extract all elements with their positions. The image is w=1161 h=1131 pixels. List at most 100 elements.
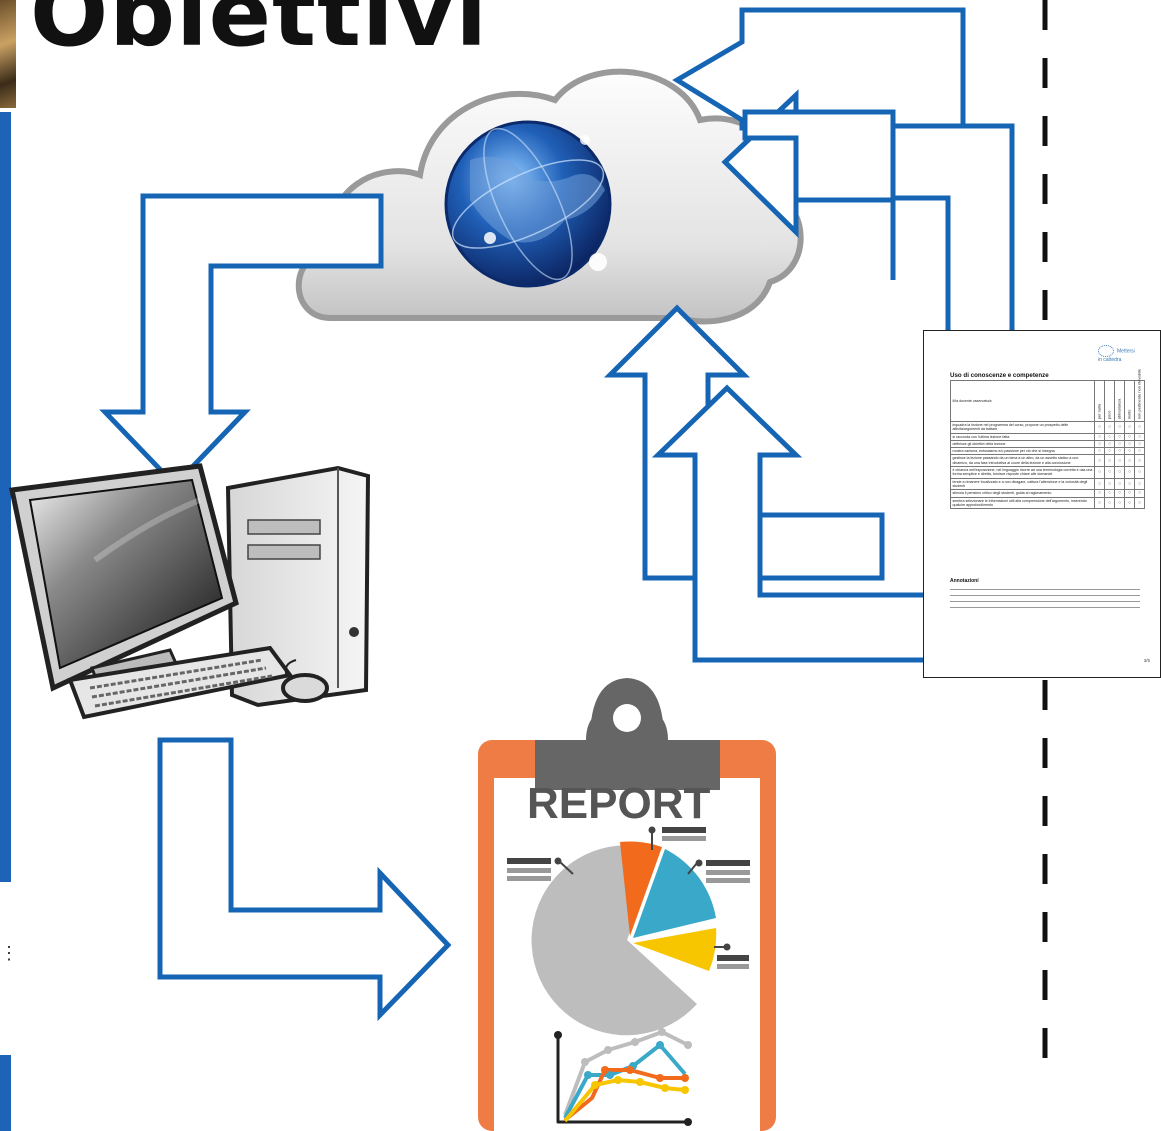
row-statement: gestisce la lezione passando da un tema … (950, 454, 1095, 468)
radio-option[interactable]: ○ (1124, 439, 1135, 449)
table-row: stimola il pensiero critico degli studen… (950, 489, 1145, 498)
column-header: abbastanza (1114, 380, 1125, 422)
notes-line (950, 595, 1140, 596)
radio-option[interactable]: ○ (1094, 447, 1105, 456)
questionnaire-table: Il/la docente osservato/a per nulla poco… (950, 369, 1145, 510)
row-statement: sembra selezionare le informazioni utili… (950, 496, 1095, 510)
radio-option[interactable]: ○ (1114, 466, 1125, 479)
notes-line (950, 601, 1140, 602)
table-row: sembra selezionare le informazioni utili… (950, 496, 1145, 510)
radio-option[interactable]: ○ (1104, 477, 1115, 491)
radio-option[interactable]: ○ (1114, 489, 1125, 498)
radio-option[interactable]: ○ (1104, 421, 1115, 434)
radio-option[interactable]: ○ (1134, 466, 1145, 479)
radio-option[interactable]: ○ (1134, 447, 1145, 456)
radio-option[interactable]: ○ (1124, 496, 1135, 510)
page-title: Obiettivi (30, 0, 488, 67)
radio-option[interactable]: ○ (1134, 477, 1145, 491)
radio-option[interactable]: ○ (1124, 466, 1135, 479)
table-row: inquadra la lezione nel programma del co… (950, 421, 1145, 434)
report-label: REPORT (527, 779, 710, 828)
table-row: tende a rimanere focalizzato e a non div… (950, 477, 1145, 491)
arrow-doc-to-cloud-1 (672, 7, 966, 131)
radio-option[interactable]: ○ (1124, 432, 1135, 441)
radio-option[interactable]: ○ (1094, 421, 1105, 434)
radio-option[interactable]: ○ (1104, 447, 1115, 456)
document-logo-text: Mettersi in cattedra (1098, 348, 1135, 363)
column-header: molto (1124, 380, 1135, 422)
arrow-computer-to-report (157, 737, 452, 1022)
dashed-separator (1042, 0, 1048, 1060)
radio-option[interactable]: ○ (1094, 466, 1105, 479)
column-header: per nulla (1094, 380, 1105, 422)
table-row: è chiaro/a nell'esposizione, nel linguag… (950, 466, 1145, 479)
questionnaire-document: Mettersi in cattedra Uso di conoscenze e… (923, 330, 1161, 678)
radio-option[interactable]: ○ (1124, 454, 1135, 468)
globe-icon (444, 120, 612, 288)
notes-line (950, 589, 1140, 590)
radio-option[interactable]: ○ (1104, 489, 1115, 498)
radio-option[interactable]: ○ (1114, 447, 1125, 456)
arrow-doc-to-cloud-5 (651, 384, 939, 663)
radio-option[interactable]: ○ (1114, 421, 1125, 434)
radio-option[interactable]: ○ (1134, 454, 1145, 468)
document-page-number: 3/5 (1143, 658, 1150, 663)
radio-option[interactable]: ○ (1104, 454, 1115, 468)
radio-option[interactable]: ○ (1094, 432, 1105, 441)
radio-option[interactable]: ○ (1134, 421, 1145, 434)
notes-line (950, 607, 1140, 608)
radio-option[interactable]: ○ (1114, 477, 1125, 491)
row-statement: definisce gli obiettivi della lezione (950, 439, 1095, 449)
column-header: poco (1104, 380, 1115, 422)
radio-option[interactable]: ○ (1114, 432, 1125, 441)
pie-callouts (507, 826, 750, 969)
side-photo-strip (0, 0, 16, 108)
table-row: mostra carisma, entusiasmo e/o passione … (950, 447, 1145, 456)
row-statement: si raccorda con l'ultima lezione fatta (950, 432, 1095, 441)
document-heading: Uso di conoscenze e competenze (950, 372, 1049, 379)
logo-mark-icon (1098, 345, 1114, 357)
row-statement: tende a rimanere focalizzato e a non div… (950, 477, 1095, 491)
table-row: definisce gli obiettivi della lezione○○○… (950, 439, 1145, 449)
table-header-row: Il/la docente osservato/a per nulla poco… (950, 369, 1145, 422)
radio-option[interactable]: ○ (1124, 421, 1135, 434)
radio-option[interactable]: ○ (1114, 454, 1125, 468)
radio-option[interactable]: ○ (1124, 447, 1135, 456)
table-header-intro: Il/la docente osservato/a (950, 380, 1095, 422)
report-clipboard-icon: REPORT (478, 678, 776, 1131)
radio-option[interactable]: ○ (1094, 496, 1105, 510)
side-accent-band-bottom (0, 1055, 11, 1131)
row-statement: stimola il pensiero critico degli studen… (950, 489, 1095, 498)
radio-option[interactable]: ○ (1094, 454, 1105, 468)
radio-option[interactable]: ○ (1094, 439, 1105, 449)
radio-option[interactable]: ○ (1094, 489, 1105, 498)
radio-option[interactable]: ○ (1134, 496, 1145, 510)
row-statement: inquadra la lezione nel programma del co… (950, 421, 1095, 434)
row-statement: mostra carisma, entusiasmo e/o passione … (950, 447, 1095, 456)
column-header: non pertinente non rilevabile (1134, 369, 1145, 422)
radio-option[interactable]: ○ (1094, 477, 1105, 491)
radio-option[interactable]: ○ (1114, 496, 1125, 510)
radio-option[interactable]: ○ (1134, 439, 1145, 449)
radio-option[interactable]: ○ (1114, 439, 1125, 449)
radio-option[interactable]: ○ (1124, 489, 1135, 498)
report-pie-chart (531, 841, 717, 1036)
arrow-cloud-to-computer (99, 193, 384, 489)
row-statement: è chiaro/a nell'esposizione, nel linguag… (950, 466, 1095, 479)
document-logo: Mettersi in cattedra (1098, 345, 1138, 363)
radio-option[interactable]: ○ (1134, 489, 1145, 498)
computer-icon (9, 463, 371, 720)
radio-option[interactable]: ○ (1104, 466, 1115, 479)
arrow-doc-to-cloud-3 (742, 109, 896, 280)
radio-option[interactable]: ○ (1104, 432, 1115, 441)
table-row: si raccorda con l'ultima lezione fatta○○… (950, 432, 1145, 441)
table-row: gestisce la lezione passando da un tema … (950, 454, 1145, 468)
report-line-chart (554, 1028, 692, 1126)
radio-option[interactable]: ○ (1104, 439, 1115, 449)
side-accent-band (0, 112, 11, 882)
radio-option[interactable]: ○ (1104, 496, 1115, 510)
radio-option[interactable]: ○ (1134, 432, 1145, 441)
radio-option[interactable]: ○ (1124, 477, 1135, 491)
